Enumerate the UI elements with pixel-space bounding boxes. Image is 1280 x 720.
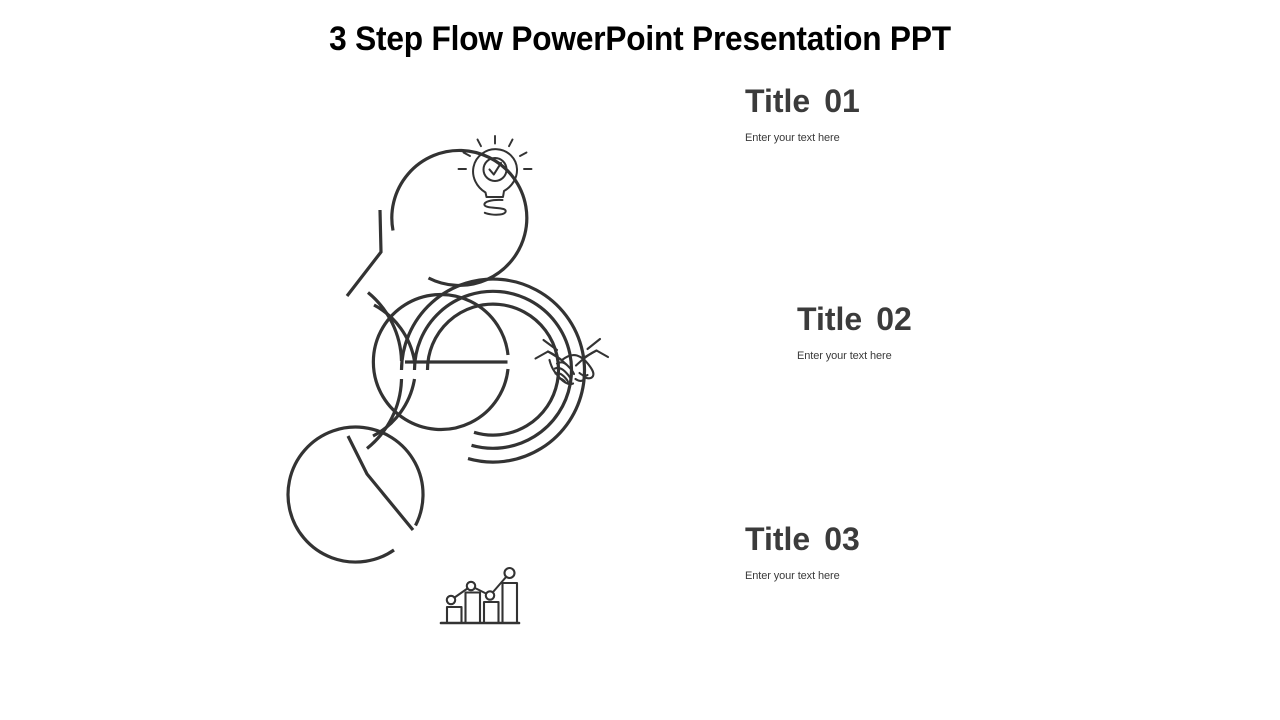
connector-step-3 [346,435,415,532]
step-description-3[interactable]: Enter your text here [745,570,840,583]
step-title-label-2: Title [797,301,863,337]
step-number-3: 03 [824,521,860,557]
step-title-label-3: Title [745,521,811,557]
hub-arc-middle [412,289,574,450]
step-text-block-2: Title 02 Enter your text here [797,301,912,363]
step-title-3: Title 03 [745,521,860,557]
page-title: 3 Step Flow PowerPoint Presentation PPT [329,20,951,58]
step-title-2: Title 02 [797,301,912,337]
step-title-1: Title 01 [745,83,860,119]
bar-chart-growth-icon [439,566,521,625]
three-step-flow-diagram [185,70,675,650]
step-text-block-3: Title 03 Enter your text here [745,521,860,583]
connector-step-1 [345,209,383,297]
lightbulb-check-icon [457,135,533,216]
step-text-block-1: Title 01 Enter your text here [745,83,860,145]
hub-arc-right-upper [366,291,417,362]
step-description-1[interactable]: Enter your text here [745,132,840,145]
step-circle-1 [390,148,529,288]
step-number-2: 02 [876,301,912,337]
step-number-1: 01 [824,83,860,119]
step-circle-2 [371,292,510,432]
hub-arc-inner [425,302,561,437]
step-circle-3 [286,425,425,564]
hub-arc-outer [399,277,587,464]
step-description-2[interactable]: Enter your text here [797,350,892,363]
handshake-icon [534,337,610,386]
step-title-label-1: Title [745,83,811,119]
